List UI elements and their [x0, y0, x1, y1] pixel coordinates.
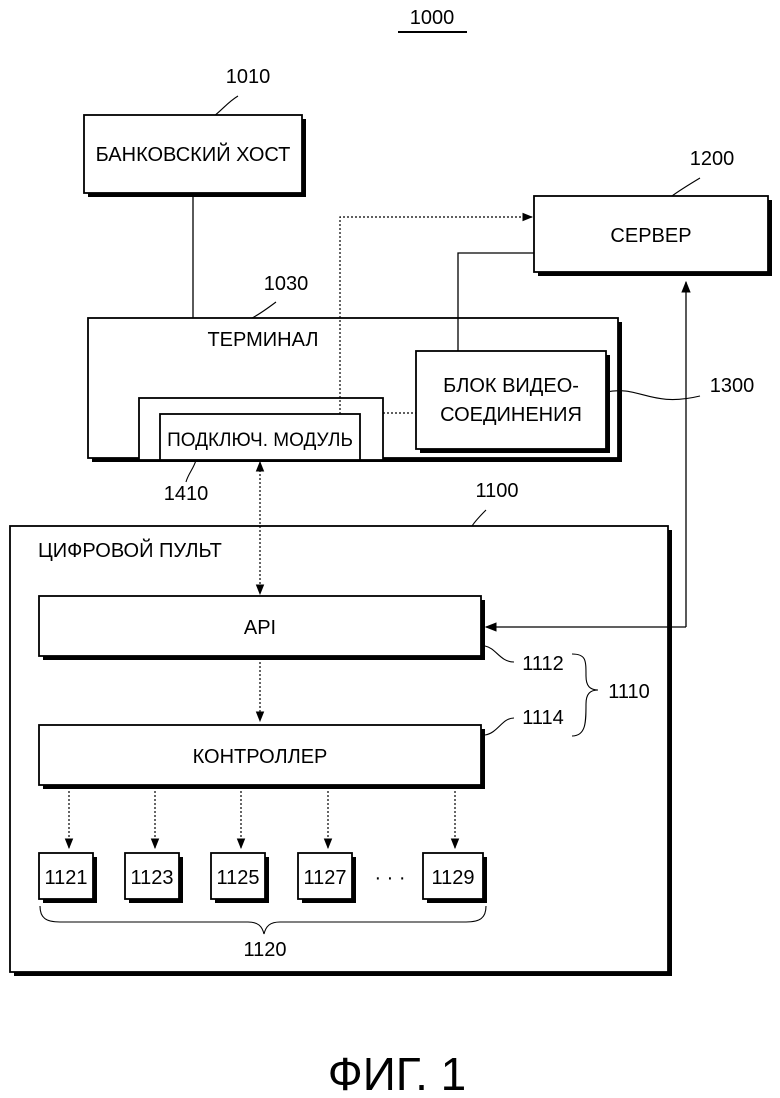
terminal-leader [252, 302, 276, 318]
bank-host-leader [214, 96, 238, 116]
digital-console-leader [472, 510, 486, 526]
device-1129-label: 1129 [431, 867, 474, 889]
plugin-module-leader [186, 460, 196, 482]
server-leader [672, 178, 700, 196]
figure-number: 1000 [410, 7, 455, 29]
api-ref: 1112 [522, 653, 564, 675]
terminal-label: ТЕРМИНАЛ [207, 329, 318, 351]
bank-host-label: БАНКОВСКИЙ ХОСТ [96, 142, 291, 166]
video-unit-ref: 1300 [710, 375, 755, 397]
api-label: API [244, 617, 276, 639]
device-1123-label: 1123 [130, 867, 173, 889]
group-1110-ref: 1110 [608, 681, 650, 703]
controller-label: КОНТРОЛЛЕР [193, 746, 328, 768]
digital-console-ref: 1100 [475, 480, 518, 502]
device-1125-label: 1125 [216, 867, 259, 889]
digital-console-label: ЦИФРОВОЙ ПУЛЬТ [38, 538, 222, 562]
controller-ref: 1114 [522, 707, 564, 729]
video-unit-label-line1: БЛОК ВИДЕО- [443, 375, 579, 397]
bank-host-ref: 1010 [226, 66, 271, 88]
server-label: СЕРВЕР [610, 225, 691, 247]
plugin-module-label: ПОДКЛЮЧ. МОДУЛЬ [167, 430, 353, 451]
group-1120-ref: 1120 [243, 939, 286, 961]
plugin-module-ref: 1410 [164, 483, 209, 505]
device-1121-label: 1121 [44, 867, 87, 889]
video-unit-block [416, 351, 606, 449]
video-unit-label-line2: СОЕДИНЕНИЯ [440, 404, 582, 426]
device-1127-label: 1127 [303, 867, 346, 889]
server-ref: 1200 [690, 148, 735, 170]
devices-ellipsis: · · · [374, 867, 405, 889]
terminal-ref: 1030 [264, 273, 309, 295]
figure-caption: ФИГ. 1 [328, 1048, 466, 1098]
